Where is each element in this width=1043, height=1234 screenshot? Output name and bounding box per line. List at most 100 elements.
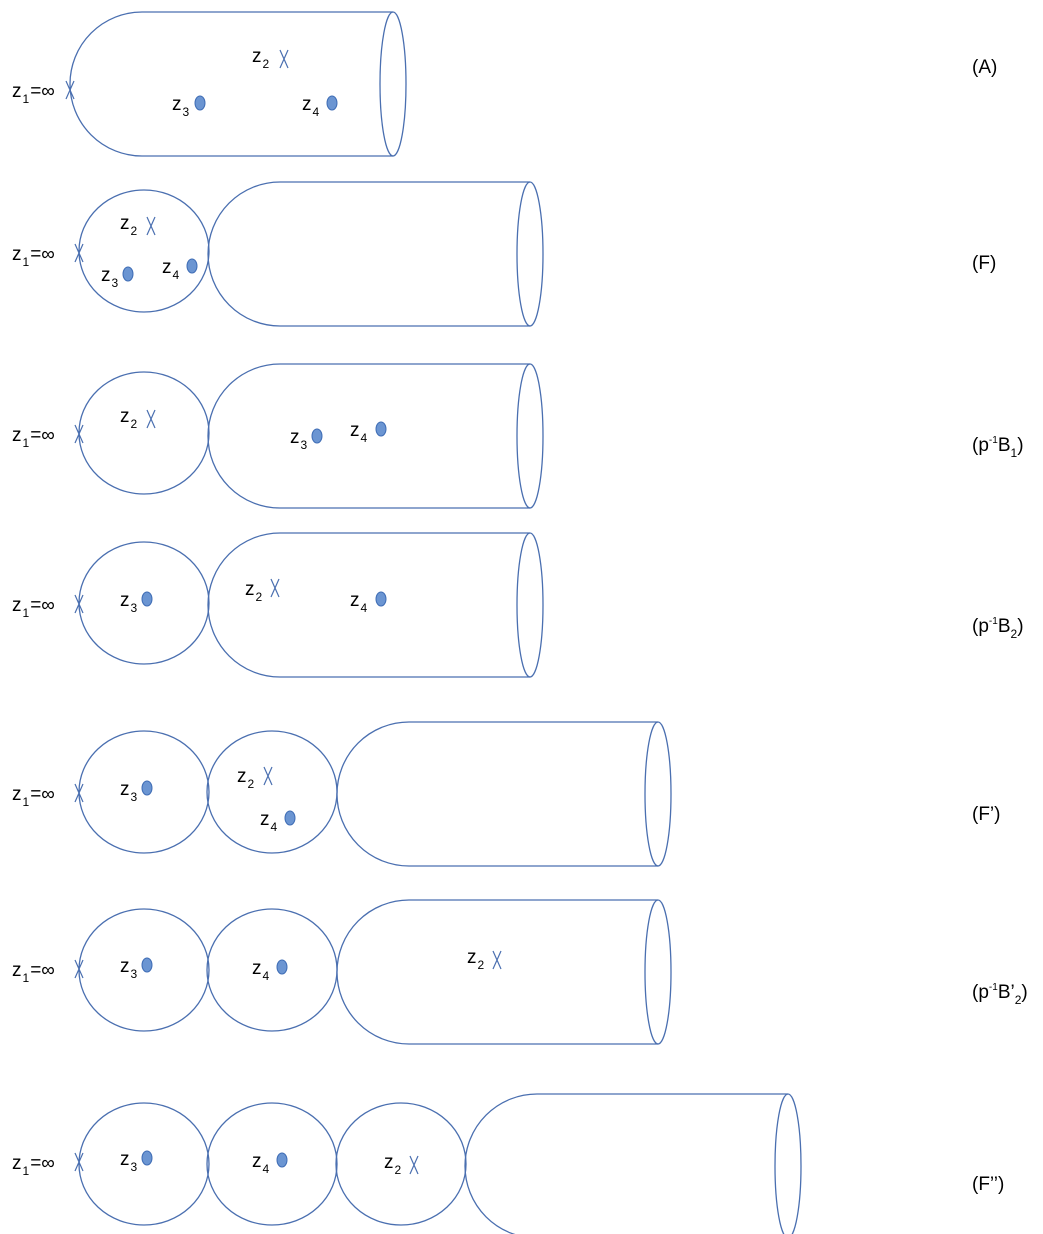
z1-label: z1=∞ — [12, 81, 55, 106]
z4-label: z4 — [252, 1151, 270, 1176]
z4-marked-point-dot — [326, 95, 338, 111]
z4-label-base: z — [350, 420, 360, 441]
z4-label: z4 — [350, 590, 368, 615]
z3-label-base: z — [120, 779, 130, 800]
bubble — [78, 1102, 210, 1226]
z2-label: z2 — [237, 766, 255, 791]
z1-label-subscript: 1 — [23, 255, 30, 269]
z2-label: z2 — [245, 579, 263, 604]
z4-marked-point-dot — [276, 959, 288, 975]
configuration-label-close: ) — [994, 804, 1000, 825]
bubble — [78, 189, 210, 313]
z1-marked-point-cross — [65, 80, 75, 100]
configuration-label: (F’) — [972, 804, 1000, 825]
configuration-label-prefix: p — [978, 616, 989, 637]
z2-label: z2 — [384, 1152, 402, 1177]
configuration-label-open: ( — [972, 1174, 979, 1195]
z2-label-subscript: 2 — [131, 417, 138, 431]
z3-marked-point-dot — [122, 266, 134, 282]
z2-label-subscript: 2 — [478, 958, 485, 972]
z1-label-suffix: =∞ — [30, 81, 55, 102]
z1-label-suffix: =∞ — [30, 960, 55, 981]
z3-label: z3 — [120, 590, 138, 615]
z2-marked-point-cross — [492, 950, 502, 970]
z3-marked-point-dot — [311, 428, 323, 444]
z3-label: z3 — [101, 265, 119, 290]
z4-label-subscript: 4 — [263, 969, 270, 983]
z3-label-subscript: 3 — [112, 276, 119, 290]
z2-label: z2 — [120, 406, 138, 431]
configuration-label: (p-1B1) — [972, 435, 1024, 460]
z3-label-subscript: 3 — [131, 601, 138, 615]
configuration-label-base: B — [998, 616, 1011, 637]
z4-label-subscript: 4 — [361, 431, 368, 445]
z1-label-suffix: =∞ — [30, 425, 55, 446]
z4-marked-point-dot — [375, 421, 387, 437]
z1-label: z1=∞ — [12, 1153, 55, 1178]
z1-label-subscript: 1 — [23, 1164, 30, 1178]
z2-label-base: z — [252, 46, 262, 67]
tube-open-end — [774, 1093, 802, 1234]
configuration-label-base: F’ — [978, 804, 994, 825]
configuration-label-superscript: -1 — [989, 616, 998, 627]
z2-label-base: z — [120, 213, 130, 234]
z1-label: z1=∞ — [12, 425, 55, 450]
z2-label-base: z — [384, 1152, 394, 1173]
z1-label: z1=∞ — [12, 960, 55, 985]
bubble — [206, 730, 338, 854]
configuration-label-close: ) — [990, 253, 996, 274]
z4-marked-point-dot — [186, 258, 198, 274]
z2-label-subscript: 2 — [256, 590, 263, 604]
z1-label-subscript: 1 — [23, 436, 30, 450]
configuration-label-superscript: -1 — [989, 435, 998, 446]
z2-label: z2 — [252, 46, 270, 71]
z3-label-subscript: 3 — [131, 790, 138, 804]
configuration-label-subscript: 2 — [1011, 627, 1018, 641]
z2-label-subscript: 2 — [131, 224, 138, 238]
tube-outline — [207, 363, 530, 509]
tube-open-end — [516, 363, 544, 509]
z3-label: z3 — [290, 427, 308, 452]
configuration-label: (F’’) — [972, 1174, 1004, 1195]
z4-label-subscript: 4 — [271, 820, 278, 834]
z4-label-subscript: 4 — [173, 268, 180, 282]
tube-outline — [336, 721, 658, 867]
configuration-label-open: ( — [972, 616, 979, 637]
configuration-label-close: ) — [1017, 435, 1023, 456]
z2-label-base: z — [237, 766, 247, 787]
tube-open-end — [644, 721, 672, 867]
configuration-label-close: ) — [991, 57, 997, 78]
tube-outline — [69, 11, 393, 157]
z2-label-base: z — [120, 406, 130, 427]
z2-marked-point-cross — [146, 216, 156, 236]
configuration-label-base: A — [978, 57, 991, 78]
z3-label-base: z — [120, 590, 130, 611]
z3-label-base: z — [290, 427, 300, 448]
tube-outline — [207, 181, 530, 327]
bubble — [78, 371, 210, 495]
z1-label: z1=∞ — [12, 244, 55, 269]
z3-label: z3 — [172, 94, 190, 119]
z2-label-base: z — [245, 579, 255, 600]
z4-label-base: z — [252, 958, 262, 979]
z2-label-base: z — [467, 947, 477, 968]
z1-label-base: z — [12, 81, 22, 102]
z3-label-base: z — [120, 956, 130, 977]
z1-marked-point-cross — [74, 1152, 84, 1172]
z3-label-subscript: 3 — [301, 438, 308, 452]
z3-marked-point-dot — [194, 95, 206, 111]
tube-outline — [207, 532, 530, 678]
tube-open-end — [516, 532, 544, 678]
z2-label: z2 — [120, 213, 138, 238]
configuration-label-superscript: -1 — [989, 982, 998, 993]
z3-label-subscript: 3 — [131, 967, 138, 981]
z2-label-subscript: 2 — [248, 777, 255, 791]
configuration-label-open: ( — [972, 253, 979, 274]
configuration-label-prefix: p — [978, 982, 989, 1003]
z4-label-subscript: 4 — [361, 601, 368, 615]
z1-label-subscript: 1 — [23, 606, 30, 620]
z1-label-base: z — [12, 425, 22, 446]
